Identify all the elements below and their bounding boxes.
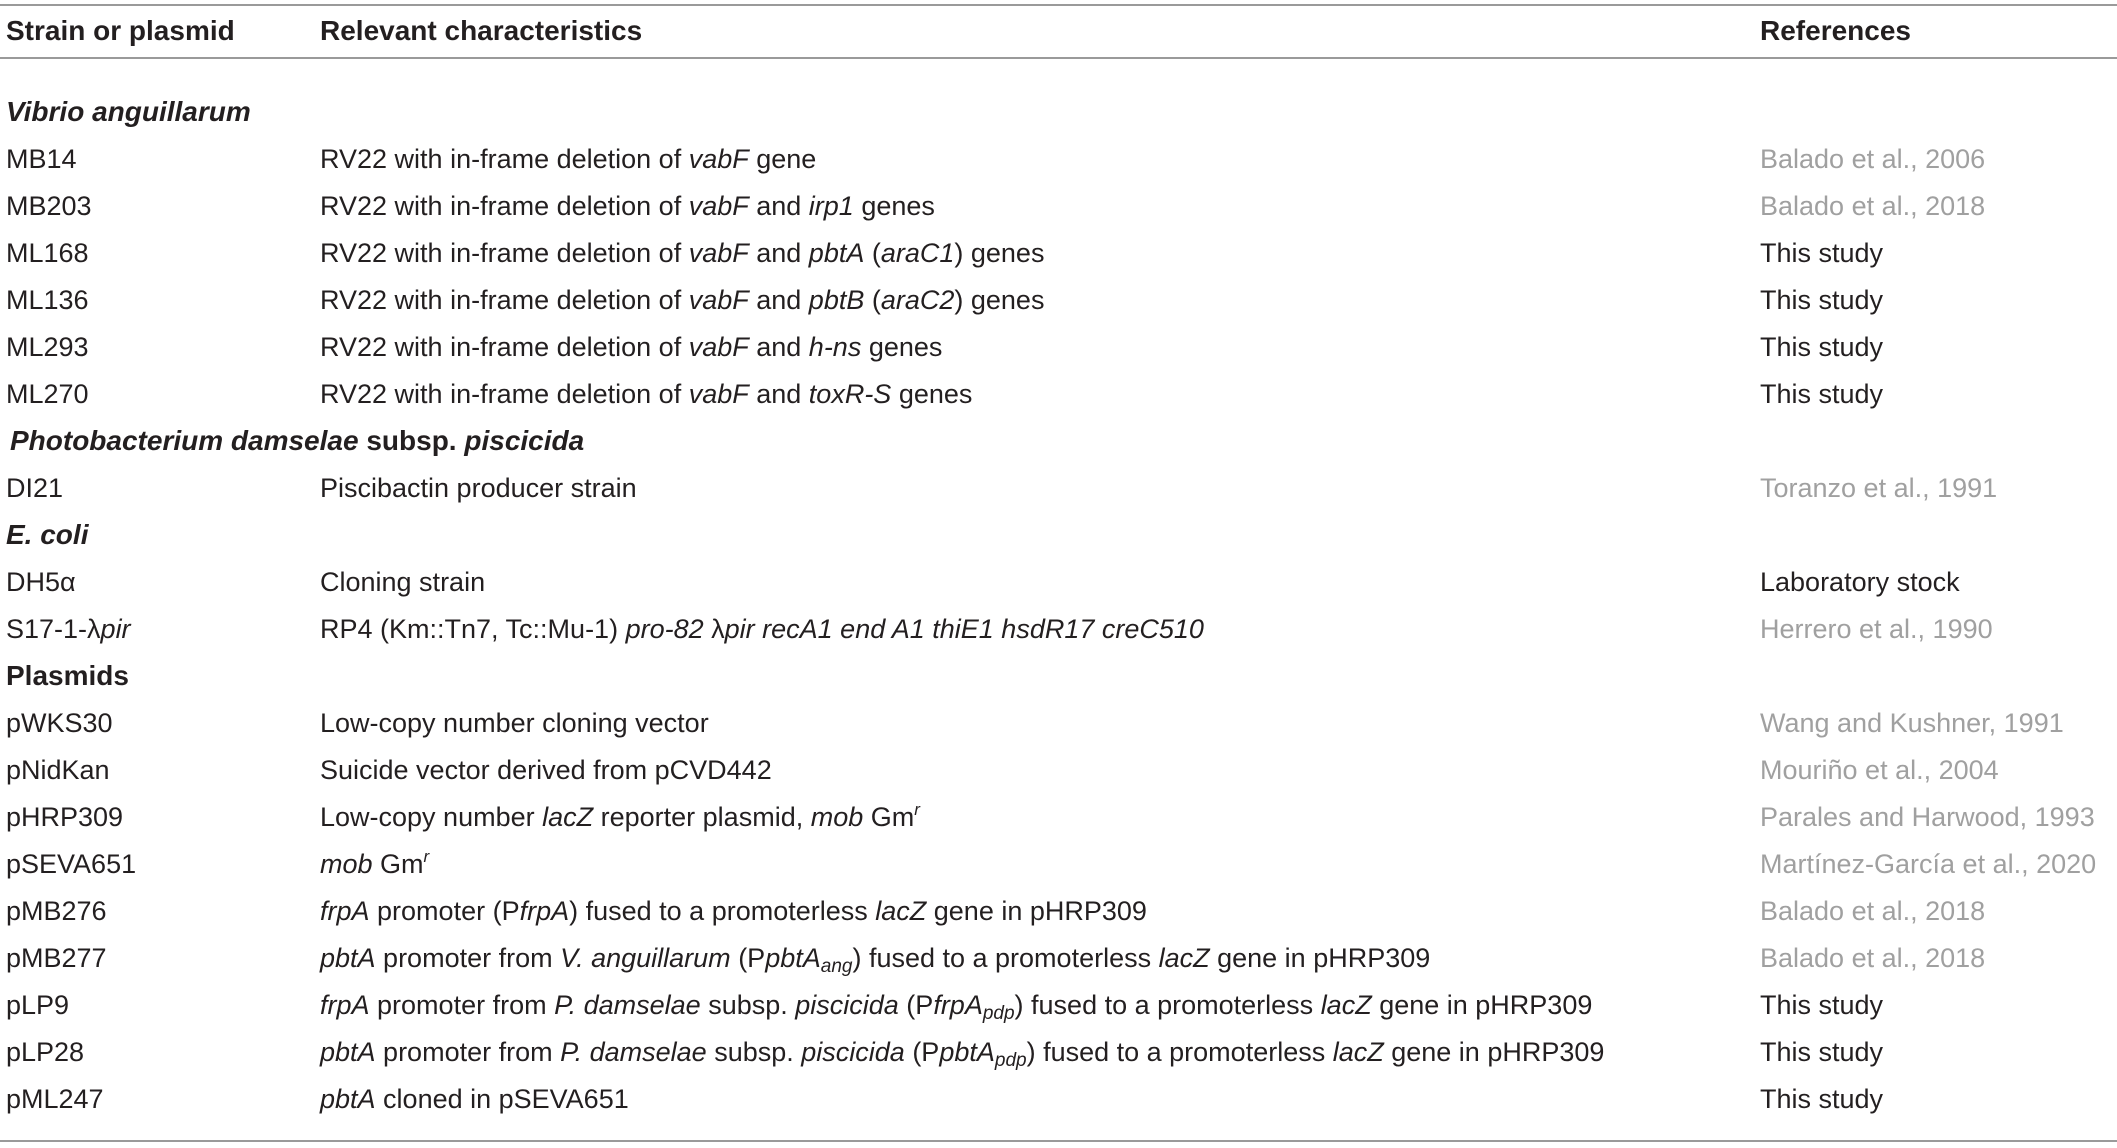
table-row: ML293 RV22 with in-frame deletion of vab… xyxy=(0,323,2117,371)
top-rule xyxy=(0,4,2117,6)
table-row: pMB277 pbtA promoter from V. anguillarum… xyxy=(0,934,2117,982)
characteristics: RV22 with in-frame deletion of vabF gene xyxy=(320,144,817,174)
section-heading-ecoli: E. coli xyxy=(0,511,2117,559)
characteristics: mob Gmr xyxy=(320,847,430,879)
table-row: pSEVA651 mob Gmr Martínez-García et al.,… xyxy=(0,840,2117,888)
table-row: DH5α Cloning strain Laboratory stock xyxy=(0,558,2117,606)
reference-link[interactable]: Toranzo et al., 1991 xyxy=(1760,473,1998,503)
table-row: pWKS30 Low-copy number cloning vector Wa… xyxy=(0,699,2117,747)
characteristics: Low-copy number lacZ reporter plasmid, m… xyxy=(320,800,920,832)
reference-link[interactable]: Balado et al., 2006 xyxy=(1760,144,1986,174)
reference-text: This study xyxy=(1760,238,1884,268)
plasmid-name: pMB277 xyxy=(6,943,107,973)
reference-text: This study xyxy=(1760,990,1884,1020)
table-row: pHRP309 Low-copy number lacZ reporter pl… xyxy=(0,793,2117,841)
table-row: pMB276 frpA promoter (PfrpA) fused to a … xyxy=(0,887,2117,935)
characteristics: pbtA promoter from V. anguillarum (PpbtA… xyxy=(320,943,1431,977)
strain-name: ML270 xyxy=(6,379,89,409)
reference-text: Laboratory stock xyxy=(1760,567,1960,597)
table-row: pNidKan Suicide vector derived from pCVD… xyxy=(0,746,2117,794)
plasmid-name: pWKS30 xyxy=(6,708,113,738)
reference-link[interactable]: Parales and Harwood, 1993 xyxy=(1760,802,2095,832)
table-header-row: Strain or plasmid Relevant characteristi… xyxy=(0,7,2117,55)
plasmid-name: pHRP309 xyxy=(6,802,124,832)
characteristics: RV22 with in-frame deletion of vabF and … xyxy=(320,191,935,221)
reference-link[interactable]: Balado et al., 2018 xyxy=(1760,943,1986,973)
reference-link[interactable]: Herrero et al., 1990 xyxy=(1760,614,1993,644)
characteristics: pbtA promoter from P. damselae subsp. pi… xyxy=(320,1037,1605,1071)
plasmid-name: pNidKan xyxy=(6,755,110,785)
plasmid-name: pML247 xyxy=(6,1084,104,1114)
reference-link[interactable]: Balado et al., 2018 xyxy=(1760,896,1986,926)
reference-text: This study xyxy=(1760,1084,1884,1114)
table-row: S17-1-λpir RP4 (Km::Tn7, Tc::Mu-1) pro-8… xyxy=(0,605,2117,653)
strain-name: ML168 xyxy=(6,238,89,268)
characteristics: RV22 with in-frame deletion of vabF and … xyxy=(320,332,943,362)
characteristics: Suicide vector derived from pCVD442 xyxy=(320,755,772,785)
table-row: DI21 Piscibactin producer strain Toranzo… xyxy=(0,464,2117,512)
reference-link[interactable]: Wang and Kushner, 1991 xyxy=(1760,708,2064,738)
strain-name: MB203 xyxy=(6,191,92,221)
table-row: MB203 RV22 with in-frame deletion of vab… xyxy=(0,182,2117,230)
table-row: ML136 RV22 with in-frame deletion of vab… xyxy=(0,276,2117,324)
strain-name: ML136 xyxy=(6,285,89,315)
characteristics: Cloning strain xyxy=(320,567,486,597)
strain-name: ML293 xyxy=(6,332,89,362)
bottom-rule xyxy=(0,1140,2117,1142)
section-title: Photobacterium damselae subsp. piscicida xyxy=(10,425,585,456)
reference-text: This study xyxy=(1760,285,1884,315)
reference-text: This study xyxy=(1760,379,1884,409)
table-row: pLP28 pbtA promoter from P. damselae sub… xyxy=(0,1028,2117,1076)
characteristics: frpA promoter (PfrpA) fused to a promote… xyxy=(320,896,1147,926)
reference-link[interactable]: Mouriño et al., 2004 xyxy=(1760,755,1999,785)
section-title: Plasmids xyxy=(6,660,129,691)
strain-name: MB14 xyxy=(6,144,77,174)
characteristics: frpA promoter from P. damselae subsp. pi… xyxy=(320,990,1593,1024)
reference-link[interactable]: Balado et al., 2018 xyxy=(1760,191,1986,221)
plasmid-name: pLP9 xyxy=(6,990,70,1020)
section-title: Vibrio anguillarum xyxy=(6,96,251,127)
characteristics: Low-copy number cloning vector xyxy=(320,708,709,738)
table-row: ML168 RV22 with in-frame deletion of vab… xyxy=(0,229,2117,277)
strain-name: DI21 xyxy=(6,473,64,503)
characteristics: RP4 (Km::Tn7, Tc::Mu-1) pro-82 λpir recA… xyxy=(320,614,1204,644)
table-row: MB14 RV22 with in-frame deletion of vabF… xyxy=(0,135,2117,183)
table-row: ML270 RV22 with in-frame deletion of vab… xyxy=(0,370,2117,418)
section-heading-plasmids: Plasmids xyxy=(0,652,2117,700)
section-heading-photobacterium: Photobacterium damselae subsp. piscicida xyxy=(0,417,2117,465)
section-heading-vibrio: Vibrio anguillarum xyxy=(0,88,2117,136)
strain-name: DH5α xyxy=(6,567,76,597)
reference-text: This study xyxy=(1760,332,1884,362)
characteristics: pbtA cloned in pSEVA651 xyxy=(320,1084,629,1114)
header-strain-or-plasmid: Strain or plasmid xyxy=(6,15,235,46)
characteristics: Piscibactin producer strain xyxy=(320,473,637,503)
plasmid-name: pLP28 xyxy=(6,1037,85,1067)
header-relevant-characteristics: Relevant characteristics xyxy=(320,15,643,46)
header-references: References xyxy=(1760,15,1911,46)
section-title: E. coli xyxy=(6,519,89,550)
plasmid-name: pSEVA651 xyxy=(6,849,137,879)
table-row: pML247 pbtA cloned in pSEVA651 This stud… xyxy=(0,1075,2117,1123)
plasmid-name: pMB276 xyxy=(6,896,107,926)
characteristics: RV22 with in-frame deletion of vabF and … xyxy=(320,285,1045,315)
reference-text: This study xyxy=(1760,1037,1884,1067)
strain-name: S17-1-λpir xyxy=(6,614,131,644)
header-rule xyxy=(0,57,2117,59)
reference-link[interactable]: Martínez-García et al., 2020 xyxy=(1760,849,2097,879)
characteristics: RV22 with in-frame deletion of vabF and … xyxy=(320,379,973,409)
table-row: pLP9 frpA promoter from P. damselae subs… xyxy=(0,981,2117,1029)
characteristics: RV22 with in-frame deletion of vabF and … xyxy=(320,238,1045,268)
